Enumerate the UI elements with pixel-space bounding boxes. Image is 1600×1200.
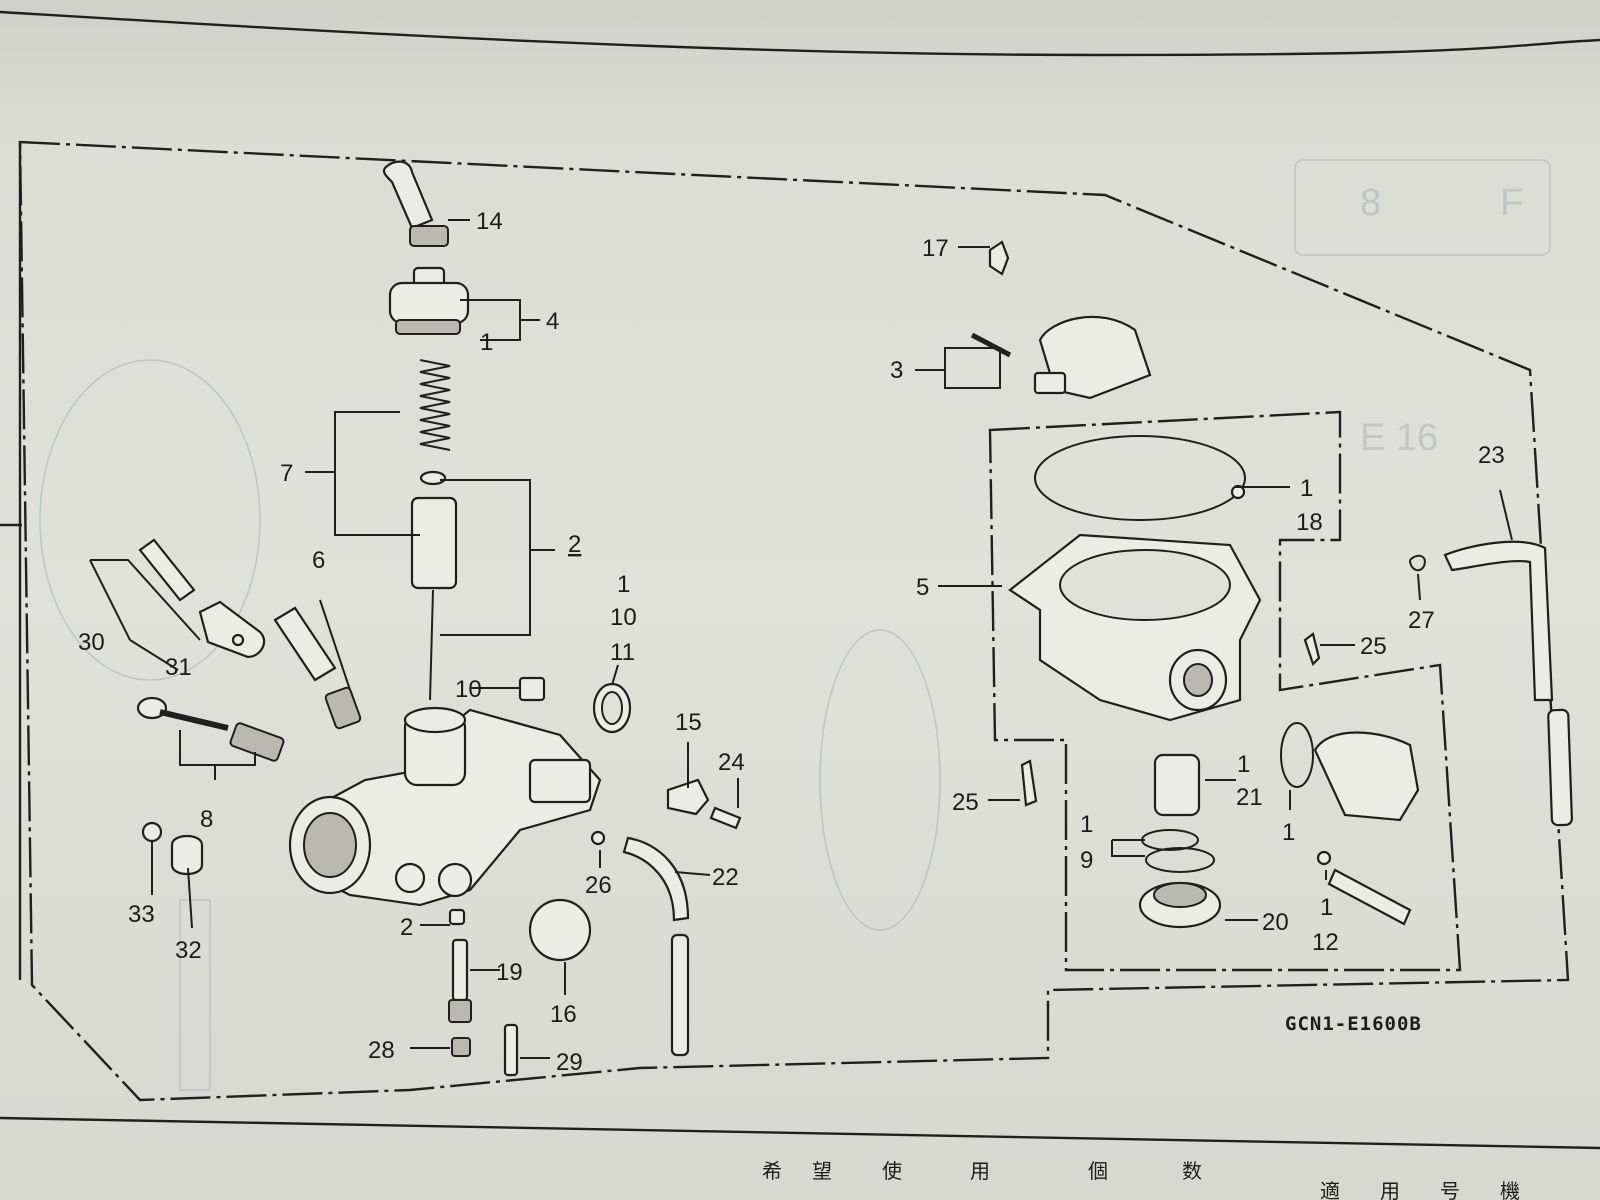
header-char-6: 数 bbox=[1182, 1159, 1202, 1183]
callout-1f: 1 bbox=[1282, 819, 1295, 846]
callout-28: 28 bbox=[368, 1037, 395, 1064]
callout-4: 4 bbox=[546, 308, 559, 335]
callout-9: 9 bbox=[1080, 847, 1093, 874]
callout-10: 10 bbox=[610, 604, 637, 631]
callout-33: 33 bbox=[128, 901, 155, 928]
callout-6: 6 bbox=[312, 547, 325, 574]
choke-plunger bbox=[138, 538, 266, 659]
drain-plug bbox=[451, 1037, 471, 1057]
throttle-spring bbox=[419, 359, 451, 486]
fuel-strainer bbox=[1153, 753, 1201, 817]
callout-2b: 2 bbox=[400, 914, 413, 941]
callout-10: 10 bbox=[455, 676, 482, 703]
show-through-ghost: 8 F E 16 bbox=[39, 159, 1551, 1091]
float-chamber-cover bbox=[1038, 315, 1152, 400]
drain-tube bbox=[622, 836, 690, 922]
header-char-7: 適 bbox=[1320, 1179, 1340, 1200]
callout-5: 5 bbox=[916, 574, 929, 601]
callout-24: 24 bbox=[718, 749, 745, 776]
header-char-1: 希 bbox=[762, 1159, 782, 1183]
callout-20: 20 bbox=[1262, 909, 1289, 936]
callout-1: 1 bbox=[480, 329, 493, 356]
overflow-tube bbox=[1547, 708, 1573, 827]
svg-text:8: 8 bbox=[1360, 182, 1381, 224]
rubber-cap bbox=[528, 898, 592, 962]
float-bowl-gasket bbox=[1034, 435, 1246, 521]
main-jet bbox=[451, 938, 469, 1002]
callout-17: 17 bbox=[922, 235, 949, 262]
tube-clip bbox=[1409, 554, 1426, 572]
pilot-screw bbox=[273, 606, 362, 730]
callout-12: 12 bbox=[1312, 929, 1339, 956]
callout-7: 7 bbox=[280, 460, 293, 487]
cable-clip bbox=[666, 778, 710, 816]
callout-3: 3 bbox=[890, 357, 903, 384]
callout-1c: 1 bbox=[1300, 475, 1313, 502]
figure-code: GCN1-E1600B bbox=[1285, 1013, 1422, 1035]
callout-16: 16 bbox=[550, 1001, 577, 1028]
callout-1: 1 bbox=[617, 571, 630, 598]
page-top-edge bbox=[0, 10, 1600, 57]
callout-31: 31 bbox=[165, 654, 192, 681]
table-top-rule bbox=[0, 1116, 1600, 1150]
float-bowl-group-box bbox=[988, 410, 1462, 972]
callout-14: 14 bbox=[476, 208, 503, 235]
header-char-2: 望 bbox=[812, 1159, 832, 1183]
header-char-10: 機 bbox=[1500, 1179, 1520, 1200]
svg-text:E 16: E 16 bbox=[1360, 417, 1438, 459]
header-char-9: 号 bbox=[1440, 1179, 1460, 1200]
callout-19: 19 bbox=[496, 959, 523, 986]
callout-1g: 1 bbox=[1320, 894, 1333, 921]
diagram-frame bbox=[18, 140, 1570, 1102]
svg-text:F: F bbox=[1500, 182, 1523, 224]
callout-18: 18 bbox=[1296, 509, 1323, 536]
callout-32: 32 bbox=[175, 937, 202, 964]
throttle-valve bbox=[410, 496, 458, 701]
carburetor-top-cap bbox=[388, 266, 470, 335]
jet-washer bbox=[448, 908, 466, 926]
callout-15: 15 bbox=[675, 709, 702, 736]
callout-21: 21 bbox=[1236, 784, 1263, 811]
fuel-cock bbox=[1313, 731, 1420, 822]
callout-1e: 1 bbox=[1080, 811, 1093, 838]
header-char-3: 使 bbox=[882, 1159, 902, 1183]
callout-2: 2 bbox=[568, 531, 581, 558]
bowl-screw-2 bbox=[1020, 759, 1038, 807]
leader-lines bbox=[89, 219, 1513, 1059]
callout-25b: 25 bbox=[952, 789, 979, 816]
callout-22: 22 bbox=[712, 864, 739, 891]
float-valve bbox=[988, 240, 1010, 276]
callout-30: 30 bbox=[78, 629, 105, 656]
callout-29: 29 bbox=[556, 1049, 583, 1076]
callout-numbers: 14 4 1 7 2 6 30 31 8 1 10 11 10 15 24 26… bbox=[78, 208, 1505, 1076]
vent-tube bbox=[670, 933, 690, 1057]
throttle-stop-screw bbox=[136, 696, 285, 762]
slow-jet bbox=[503, 1023, 519, 1077]
drain-screw bbox=[1327, 868, 1412, 926]
clip-and-washer bbox=[141, 821, 204, 876]
callout-8: 8 bbox=[200, 806, 213, 833]
fuel-elbow-pipe bbox=[382, 160, 449, 247]
cock-o-ring bbox=[1280, 722, 1314, 788]
drain-clip bbox=[590, 830, 606, 846]
callout-27: 27 bbox=[1408, 607, 1435, 634]
callout-11: 11 bbox=[610, 639, 635, 666]
parts-table-header: 希 望 使 用 個 数 適 用 号 機 bbox=[762, 1159, 1520, 1200]
callout-26: 26 bbox=[585, 872, 612, 899]
fuel-tube bbox=[1443, 540, 1554, 702]
header-char-5: 個 bbox=[1088, 1159, 1108, 1183]
header-char-8: 用 bbox=[1380, 1179, 1400, 1200]
callout-1d: 1 bbox=[1237, 751, 1250, 778]
callout-23: 23 bbox=[1478, 442, 1505, 469]
bowl-screw bbox=[1303, 632, 1321, 667]
carburetor-body bbox=[288, 676, 602, 907]
callout-25: 25 bbox=[1360, 633, 1387, 660]
clip-screw bbox=[709, 806, 742, 830]
header-char-4: 用 bbox=[970, 1159, 990, 1183]
